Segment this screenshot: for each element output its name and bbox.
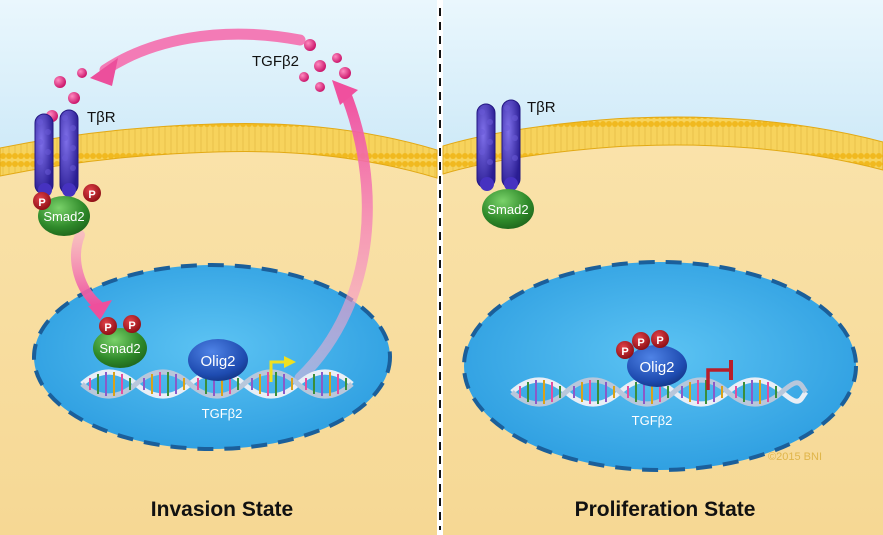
receptor-label: TβR: [87, 109, 116, 126]
smad2-label: Smad2: [487, 202, 528, 217]
phospho-label: P: [656, 335, 663, 347]
phospho-dot: [33, 192, 51, 210]
phospho-label: P: [637, 337, 644, 349]
receptor-label: TβR: [527, 99, 556, 116]
smad2-membrane: [38, 196, 90, 236]
phospho-dot: [616, 341, 634, 359]
ligand-dot: [299, 72, 309, 82]
phospho-dot: [83, 184, 101, 202]
phospho-label: P: [104, 322, 111, 334]
ligand-dot: [314, 60, 326, 72]
olig2-label: Olig2: [639, 359, 674, 376]
panel-proliferation: TβR Smad2: [442, 0, 883, 535]
dna-right: [510, 377, 809, 407]
olig2-right: [627, 345, 687, 387]
phospho-label: P: [38, 197, 45, 209]
olig2-label: Olig2: [200, 353, 235, 370]
repression-symbol: [706, 360, 733, 390]
panel-invasion: TGFβ2 TβR Smad2 P P: [0, 0, 438, 535]
panel-title-invasion: Invasion State: [151, 498, 293, 521]
phospho-dot: [632, 332, 650, 350]
receptor-left: [34, 109, 79, 197]
smad2-membrane-label: Smad2: [43, 209, 84, 224]
ligand-dot: [339, 67, 351, 79]
smad2-nuclear: [93, 328, 147, 368]
ligand-dot: [304, 39, 316, 51]
phospho-label: P: [88, 189, 95, 201]
phospho-label: P: [128, 320, 135, 332]
olig2-left: [188, 339, 248, 381]
membrane-left: [0, 122, 438, 179]
ligand-label: TGFβ2: [252, 53, 299, 70]
binding-arrowhead: [90, 58, 118, 86]
translocation-arrowhead: [88, 300, 112, 320]
ligand-dot: [332, 53, 342, 63]
ligand-dot: [54, 76, 66, 88]
secretion-arrow: [294, 86, 373, 384]
ligand-dot: [315, 82, 325, 92]
ligand-dot: [77, 68, 87, 78]
phospho-label: P: [621, 346, 628, 358]
smad2-nuclear-label: Smad2: [99, 341, 140, 356]
smad2-cytoplasmic: [482, 189, 534, 229]
panel-title-proliferation: Proliferation State: [575, 498, 756, 521]
translocation-arrow: [71, 230, 103, 310]
activation-arrow: [269, 356, 296, 382]
copyright-text: ©2015 BNI: [768, 451, 822, 463]
ligand-dot: [68, 92, 80, 104]
membrane-right: [442, 116, 883, 175]
receptor-right: [476, 99, 521, 191]
phospho-dot: [99, 317, 117, 335]
phospho-dot: [651, 330, 669, 348]
gene-label: TGFβ2: [202, 406, 243, 421]
gene-label: TGFβ2: [632, 413, 673, 428]
extracellular-right: [443, 0, 883, 146]
secretion-arrowhead: [332, 80, 358, 105]
ligand-cluster-right: [299, 39, 351, 92]
phospho-dot: [123, 315, 141, 333]
extracellular-left: [0, 0, 437, 150]
binding-arrow: [99, 28, 306, 76]
